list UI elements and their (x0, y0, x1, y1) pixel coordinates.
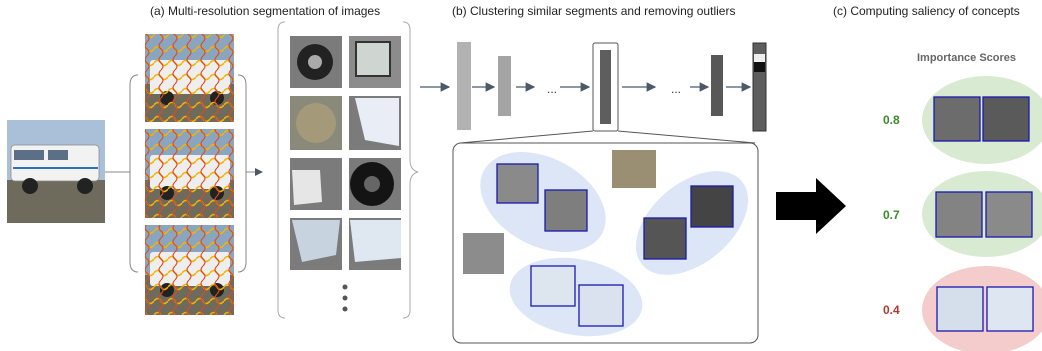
network-ellipsis-1: ... (547, 82, 557, 96)
segments-brace (277, 21, 419, 319)
score-3: 0.4 (883, 303, 900, 317)
score-1: 0.8 (883, 113, 900, 127)
caption-c: (c) Computing saliency of concepts (833, 4, 1020, 18)
segmented-image-2 (145, 129, 234, 218)
importance-title: Importance Scores (917, 52, 1017, 64)
caption-b: (b) Clustering similar segments and remo… (452, 4, 736, 18)
score-2: 0.7 (883, 208, 900, 222)
caption-a: (a) Multi-resolution segmentation of ima… (150, 4, 381, 18)
concept-patches (933, 96, 1034, 332)
big-arrow (776, 178, 846, 234)
segment-patches (290, 36, 401, 312)
zoom-lines (459, 130, 756, 144)
network-ellipsis-2: ... (671, 82, 681, 96)
input-van-image (7, 120, 105, 223)
cluster-patches (463, 150, 734, 327)
network-layers (457, 42, 767, 132)
segmented-image-3 (145, 225, 234, 315)
segmented-image-1 (145, 34, 234, 122)
segmentation-bracket (105, 74, 263, 273)
